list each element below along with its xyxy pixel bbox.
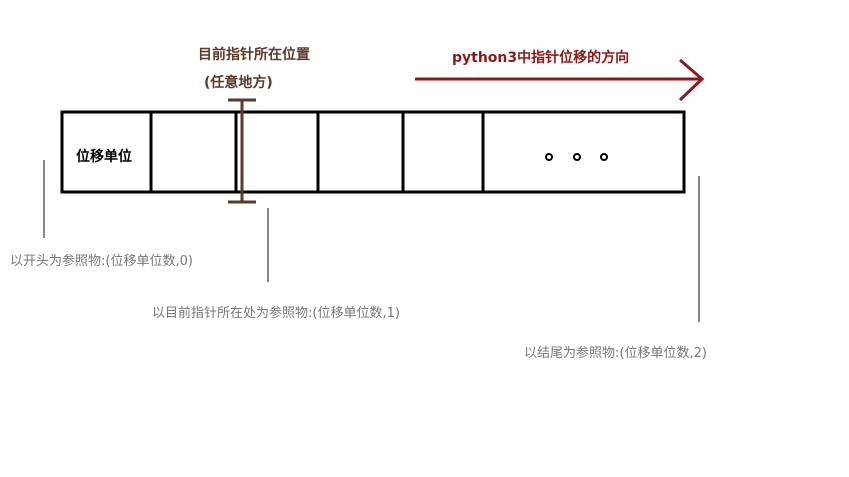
ref-start-label: 以开头为参照物:(位移单位数,0): [10, 254, 193, 269]
direction-arrow: [415, 58, 705, 102]
ref-current-label: 以目前指针所在处为参照物:(位移单位数,1): [152, 306, 400, 321]
ellipsis-dot: [600, 153, 608, 161]
ellipsis-dot: [545, 153, 553, 161]
unit-cell-label: 位移单位: [76, 149, 132, 165]
ref-end-label: 以结尾为参照物:(位移单位数,2): [524, 346, 707, 361]
pointer-subtitle: (任意地方): [204, 75, 273, 91]
current-pointer-marker: [228, 98, 256, 204]
ellipsis-dot: [573, 153, 581, 161]
pointer-title: 目前指针所在位置: [198, 47, 310, 63]
direction-label: python3中指针位移的方向: [452, 50, 630, 66]
cell-strip: [60, 110, 686, 194]
